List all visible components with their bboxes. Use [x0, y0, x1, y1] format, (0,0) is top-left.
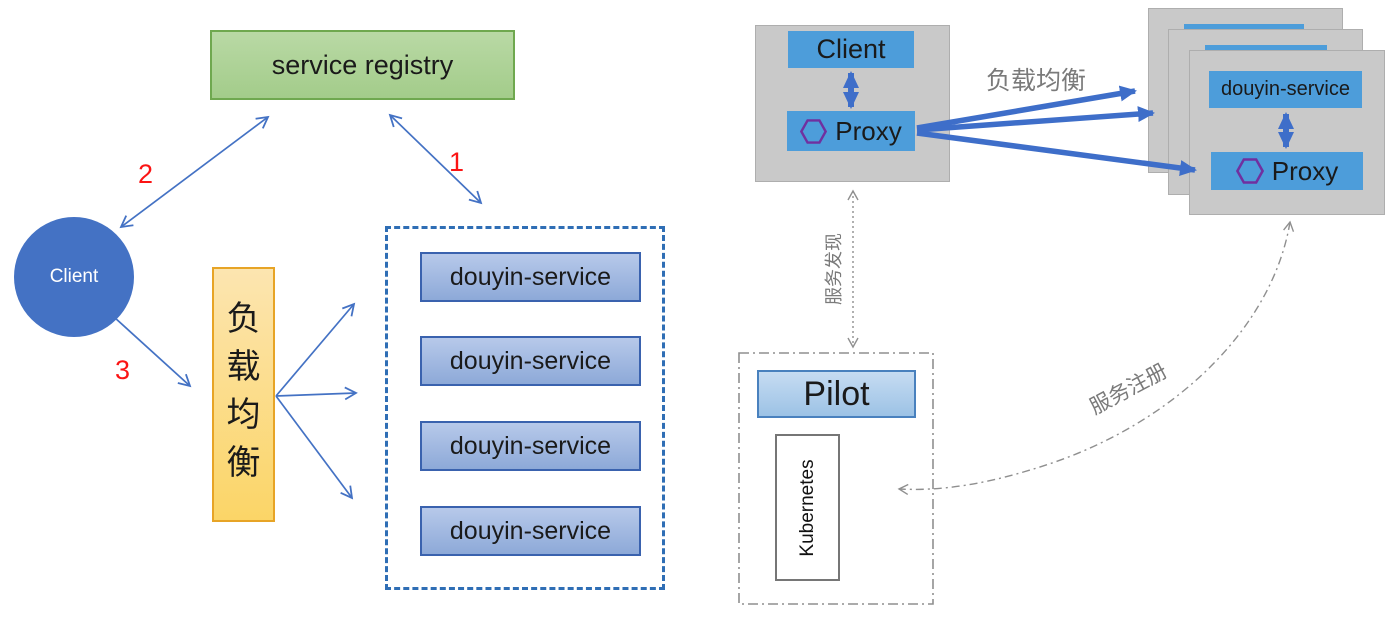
right-client-label: Client — [816, 34, 886, 64]
pilot-box: Pilot — [757, 370, 916, 418]
client-proxy-box: Proxy — [787, 111, 915, 151]
replica-back-service-peek — [1184, 24, 1304, 31]
pilot-label: Pilot — [803, 374, 870, 413]
service-instance-box: douyin-service — [420, 421, 641, 471]
kubernetes-label: Kubernetes — [796, 458, 818, 557]
step-1-label: 1 — [449, 147, 465, 177]
replica-middle-service-peek — [1205, 45, 1327, 52]
kubernetes-box: Kubernetes — [775, 434, 840, 581]
load-balancer-box: 负载均衡 — [212, 267, 275, 522]
right-client-box: Client — [788, 31, 914, 68]
service-registry-label: service registry — [271, 49, 454, 80]
arrow-lb-service-top — [275, 302, 356, 397]
service-registry-box: service registry — [210, 30, 515, 100]
hexagon-icon — [800, 118, 828, 144]
arrow-service-registration — [897, 220, 1295, 496]
hexagon-icon — [1235, 158, 1264, 184]
replica-proxy-label: Proxy — [1271, 155, 1339, 186]
step-2-label: 2 — [138, 159, 154, 189]
service-instance-box: douyin-service — [420, 336, 641, 386]
load-balancer-label: 负载均衡 — [226, 300, 261, 482]
arrow-lb-service-bottom — [275, 395, 354, 500]
service-instance-box: douyin-service — [420, 506, 641, 556]
arrow-registry-pool — [388, 113, 483, 205]
service-instance-label: douyin-service — [449, 431, 612, 460]
service-instance-label: douyin-service — [449, 346, 612, 375]
service-registration-label: 服务注册 — [1086, 359, 1172, 420]
service-instance-label: douyin-service — [449, 516, 612, 545]
client-label: Client — [49, 266, 99, 287]
client-circle: Client — [14, 217, 134, 337]
load-balancing-label: 负载均衡 — [986, 67, 1087, 95]
replica-service-label: douyin-service — [1221, 78, 1350, 100]
arrow-proxy-replica-2 — [916, 106, 1155, 133]
service-pool-container — [385, 226, 665, 590]
service-instance-label: douyin-service — [449, 262, 612, 291]
service-discovery-label: 服务发现 — [824, 233, 844, 305]
service-instance-box: douyin-service — [420, 252, 641, 302]
client-proxy-label: Proxy — [835, 115, 902, 146]
replica-service-box: douyin-service — [1209, 71, 1362, 108]
step-3-label: 3 — [115, 355, 131, 385]
replica-proxy-box: Proxy — [1211, 152, 1363, 190]
arrow-lb-service-mid — [275, 386, 358, 401]
